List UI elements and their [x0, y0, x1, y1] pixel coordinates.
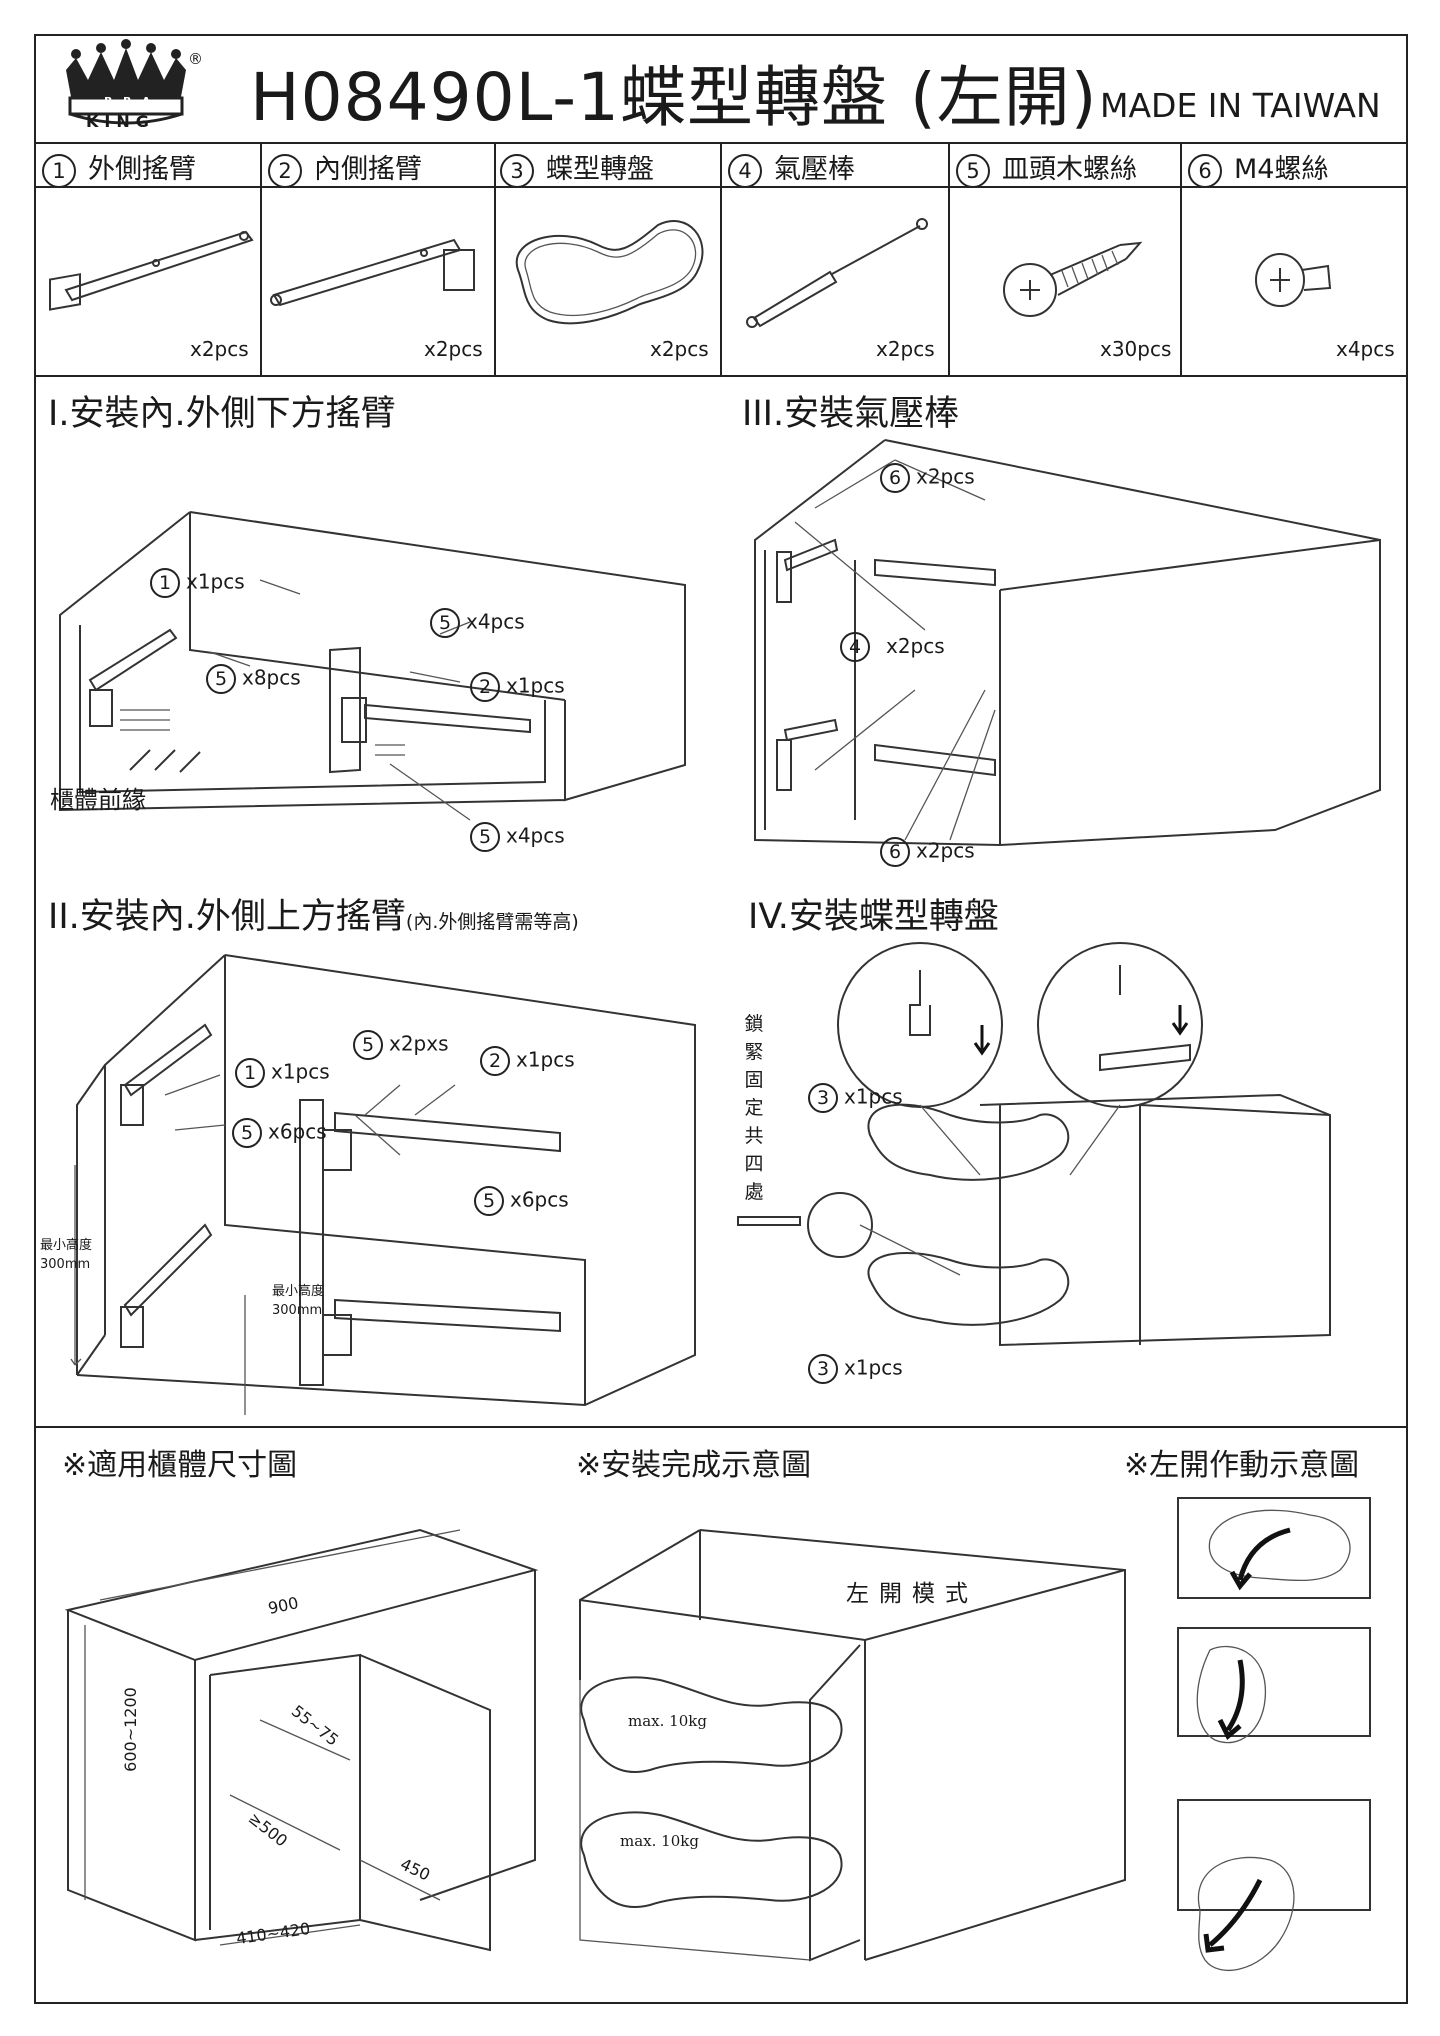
butterfly-tray-icon: [515, 220, 704, 325]
part-3-qty: x2pcs: [650, 337, 709, 361]
done-diagram-title: ※安裝完成示意圖: [576, 1448, 812, 1483]
max-load-upper: max. 10kg: [628, 1712, 707, 1730]
outer-swing-arm-icon: [49, 230, 254, 311]
step-4-assembly-diagram: [737, 942, 1331, 1347]
made-in-label: MADE IN TAIWAN: [1100, 86, 1381, 125]
lock-four-places-note: 鎖緊固定共四處: [744, 1013, 764, 1203]
step-1-title: I.安裝內.外側下方搖臂: [48, 394, 396, 434]
step-1-cabinet-diagram: [59, 511, 686, 821]
parts-table-bottom: [34, 375, 1408, 377]
dim-height: 600~1200: [120, 1687, 140, 1772]
bottom-divider: [34, 1426, 1408, 1428]
king-crown-logo: [66, 39, 186, 125]
gas-strut-icon: [746, 218, 928, 328]
left-open-mode-label: 左開模式: [846, 1581, 978, 1607]
cabinet-size-diagram: [64, 1528, 539, 1952]
page-title: H08490L-1蝶型轉盤 (左開): [250, 59, 1098, 136]
wood-screw-icon: [1003, 241, 1143, 317]
step-3-cabinet-diagram: [754, 439, 1381, 846]
action-diagram-title: ※左開作動示意圖: [1124, 1448, 1360, 1483]
parts-divider: [948, 142, 950, 376]
m4-screw-icon: [1255, 253, 1332, 307]
size-diagram-title: ※適用櫃體尺寸圖: [62, 1448, 298, 1483]
page-frame: [34, 34, 1408, 2004]
step-4-title: IV.安裝蝶型轉盤: [748, 897, 999, 937]
left-open-action-diagram: [1177, 1497, 1371, 1972]
step-2-cabinet-diagram: [70, 954, 696, 1415]
part-6-qty: x4pcs: [1336, 337, 1395, 361]
parts-divider: [260, 142, 262, 376]
parts-divider: [494, 142, 496, 376]
brand-name: KING: [86, 112, 155, 131]
parts-divider: [720, 142, 722, 376]
inner-swing-arm-icon: [270, 238, 475, 307]
part-1-qty: x2pcs: [190, 337, 249, 361]
registered-mark: ®: [188, 50, 203, 68]
part-4-qty: x2pcs: [876, 337, 935, 361]
part-2-qty: x2pcs: [424, 337, 483, 361]
step-2-title: II.安裝內.外側上方搖臂(內.外側搖臂需等高): [48, 897, 579, 937]
max-load-lower: max. 10kg: [620, 1832, 699, 1850]
front-edge-label: 櫃體前緣: [50, 786, 146, 814]
step-3-title: III.安裝氣壓棒: [742, 394, 960, 434]
parts-divider: [1180, 142, 1182, 376]
part-5-qty: x30pcs: [1100, 337, 1172, 361]
installed-cabinet-diagram: [579, 1529, 1126, 1962]
brand-sub: B-B-A: [104, 95, 154, 108]
